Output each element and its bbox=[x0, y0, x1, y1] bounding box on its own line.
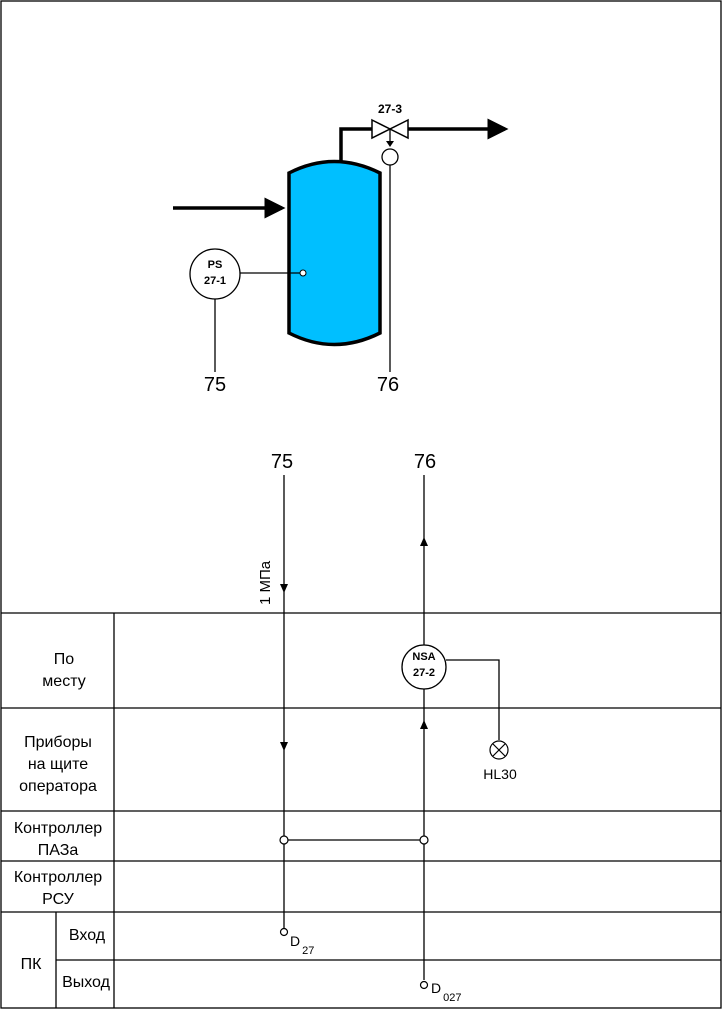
pressure-label: 1 МПа bbox=[257, 560, 274, 605]
terminal-d27 bbox=[279, 927, 289, 937]
row-pk-input: Вход bbox=[69, 927, 106, 944]
valve-27-3 bbox=[371, 118, 409, 166]
lamp-icon bbox=[489, 740, 509, 760]
nsa-27-2-instrument: NSA 27-2 bbox=[401, 644, 447, 690]
up-arrow-1 bbox=[420, 537, 428, 546]
row-local-line1: По bbox=[54, 651, 75, 668]
valve-label: 27-3 bbox=[378, 102, 402, 116]
row-pk-label: ПК bbox=[21, 956, 43, 973]
ps-label-1: PS bbox=[208, 259, 223, 271]
row-rsu-line1: Контроллер bbox=[14, 869, 102, 886]
vessel bbox=[287, 159, 382, 347]
ps-label-2: 27-1 bbox=[204, 275, 226, 287]
down-arrow-1 bbox=[280, 584, 288, 593]
paz-node-left bbox=[279, 835, 289, 845]
down-arrow-2 bbox=[280, 742, 288, 751]
row-panel-line3: оператора bbox=[19, 778, 97, 795]
row-pk-output: Выход bbox=[62, 974, 111, 991]
connector-76-top: 76 bbox=[377, 374, 399, 396]
row-local-line2: месту bbox=[42, 673, 85, 690]
nsa-label-1: NSA bbox=[412, 651, 435, 663]
up-arrow-2 bbox=[420, 720, 428, 729]
nsa-label-2: 27-2 bbox=[413, 667, 435, 679]
row-panel-line1: Приборы bbox=[24, 734, 92, 751]
connector-75-mid: 75 bbox=[271, 451, 293, 473]
lamp-label: HL30 bbox=[483, 766, 517, 782]
row-panel-line2: на щите bbox=[28, 756, 88, 773]
connector-76-mid: 76 bbox=[414, 451, 436, 473]
terminal-d027 bbox=[419, 980, 429, 990]
ps-27-1-instrument: PS 27-1 bbox=[189, 248, 241, 300]
ps-tap-point bbox=[299, 269, 307, 277]
paz-node-right bbox=[419, 835, 429, 845]
row-paz-line2: ПАЗа bbox=[38, 842, 79, 859]
row-paz-line1: Контроллер bbox=[14, 820, 102, 837]
lamp-wire bbox=[446, 659, 500, 740]
outlet-pipe bbox=[339, 127, 372, 162]
signal-d27: D27 bbox=[290, 933, 314, 957]
signal-d027: D027 bbox=[431, 980, 461, 1004]
row-rsu-line2: РСУ bbox=[42, 891, 75, 908]
connector-75-top: 75 bbox=[204, 374, 226, 396]
